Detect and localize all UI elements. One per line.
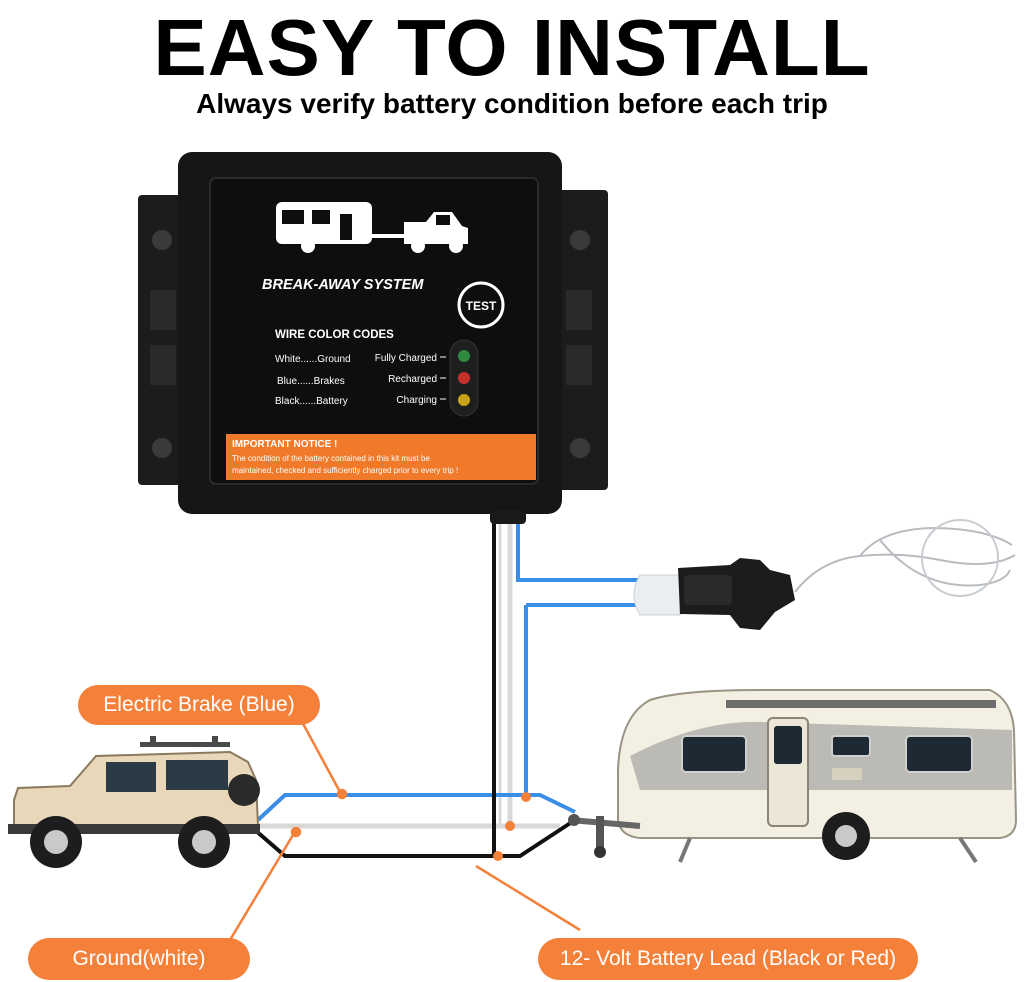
mount-hole: [570, 438, 590, 458]
callout-pointers: [228, 717, 581, 941]
callout-battery-lead: 12- Volt Battery Lead (Black or Red): [538, 938, 918, 980]
breakaway-switch: [633, 519, 1016, 630]
mount-hole: [570, 230, 590, 250]
indicator-label-charging: Charging: [396, 395, 437, 406]
headline: EASY TO INSTALL: [153, 3, 871, 92]
cable-gland: [490, 510, 526, 524]
tow-vehicle: [8, 736, 260, 868]
mount-hole: [152, 438, 172, 458]
notice-title: IMPORTANT NOTICE !: [232, 439, 337, 450]
travel-trailer: [568, 689, 1018, 864]
wire-code-white: White......Ground: [275, 354, 351, 365]
pull-cable-ring: [921, 519, 999, 597]
wire-codes-title: WIRE COLOR CODES: [275, 329, 394, 341]
notice-text-line1: The condition of the battery contained i…: [232, 454, 430, 463]
junction-dot: [505, 821, 515, 831]
junction-dot: [521, 792, 531, 802]
black-wire-battery: [253, 520, 496, 858]
test-button[interactable]: TEST: [457, 281, 505, 329]
wire-code-blue: Blue......Brakes: [277, 376, 345, 387]
callout-electric-brake: Electric Brake (Blue): [78, 685, 320, 725]
blue-wire-trailer: [526, 793, 576, 814]
wiring: [253, 520, 680, 861]
notice-text-line2: maintained, checked and sufficiently cha…: [232, 466, 458, 475]
test-button-label: TEST: [466, 299, 497, 313]
junction-dot: [493, 851, 503, 861]
blue-wire-brake: [516, 520, 680, 582]
indicator-label-fully-charged: Fully Charged: [375, 353, 437, 364]
led-fully-charged: [458, 350, 470, 362]
system-name: BREAK-AWAY SYSTEM: [262, 277, 424, 293]
pull-cable: [794, 526, 1016, 593]
notice-banner: [226, 434, 536, 480]
led-recharged: [458, 372, 470, 384]
indicator-label-recharged: Recharged: [388, 374, 437, 385]
subheadline: Always verify battery condition before e…: [196, 88, 828, 119]
blue-wire-run: [256, 605, 528, 822]
breakaway-controller: BREAK-AWAY SYSTEM TEST WIRE COLOR CODES …: [138, 152, 608, 524]
led-charging: [458, 394, 470, 406]
callout-ground: Ground(white): [28, 938, 250, 980]
rv-towing-icon: [276, 202, 468, 253]
mount-hole: [152, 230, 172, 250]
wire-code-black: Black......Battery: [275, 396, 348, 407]
